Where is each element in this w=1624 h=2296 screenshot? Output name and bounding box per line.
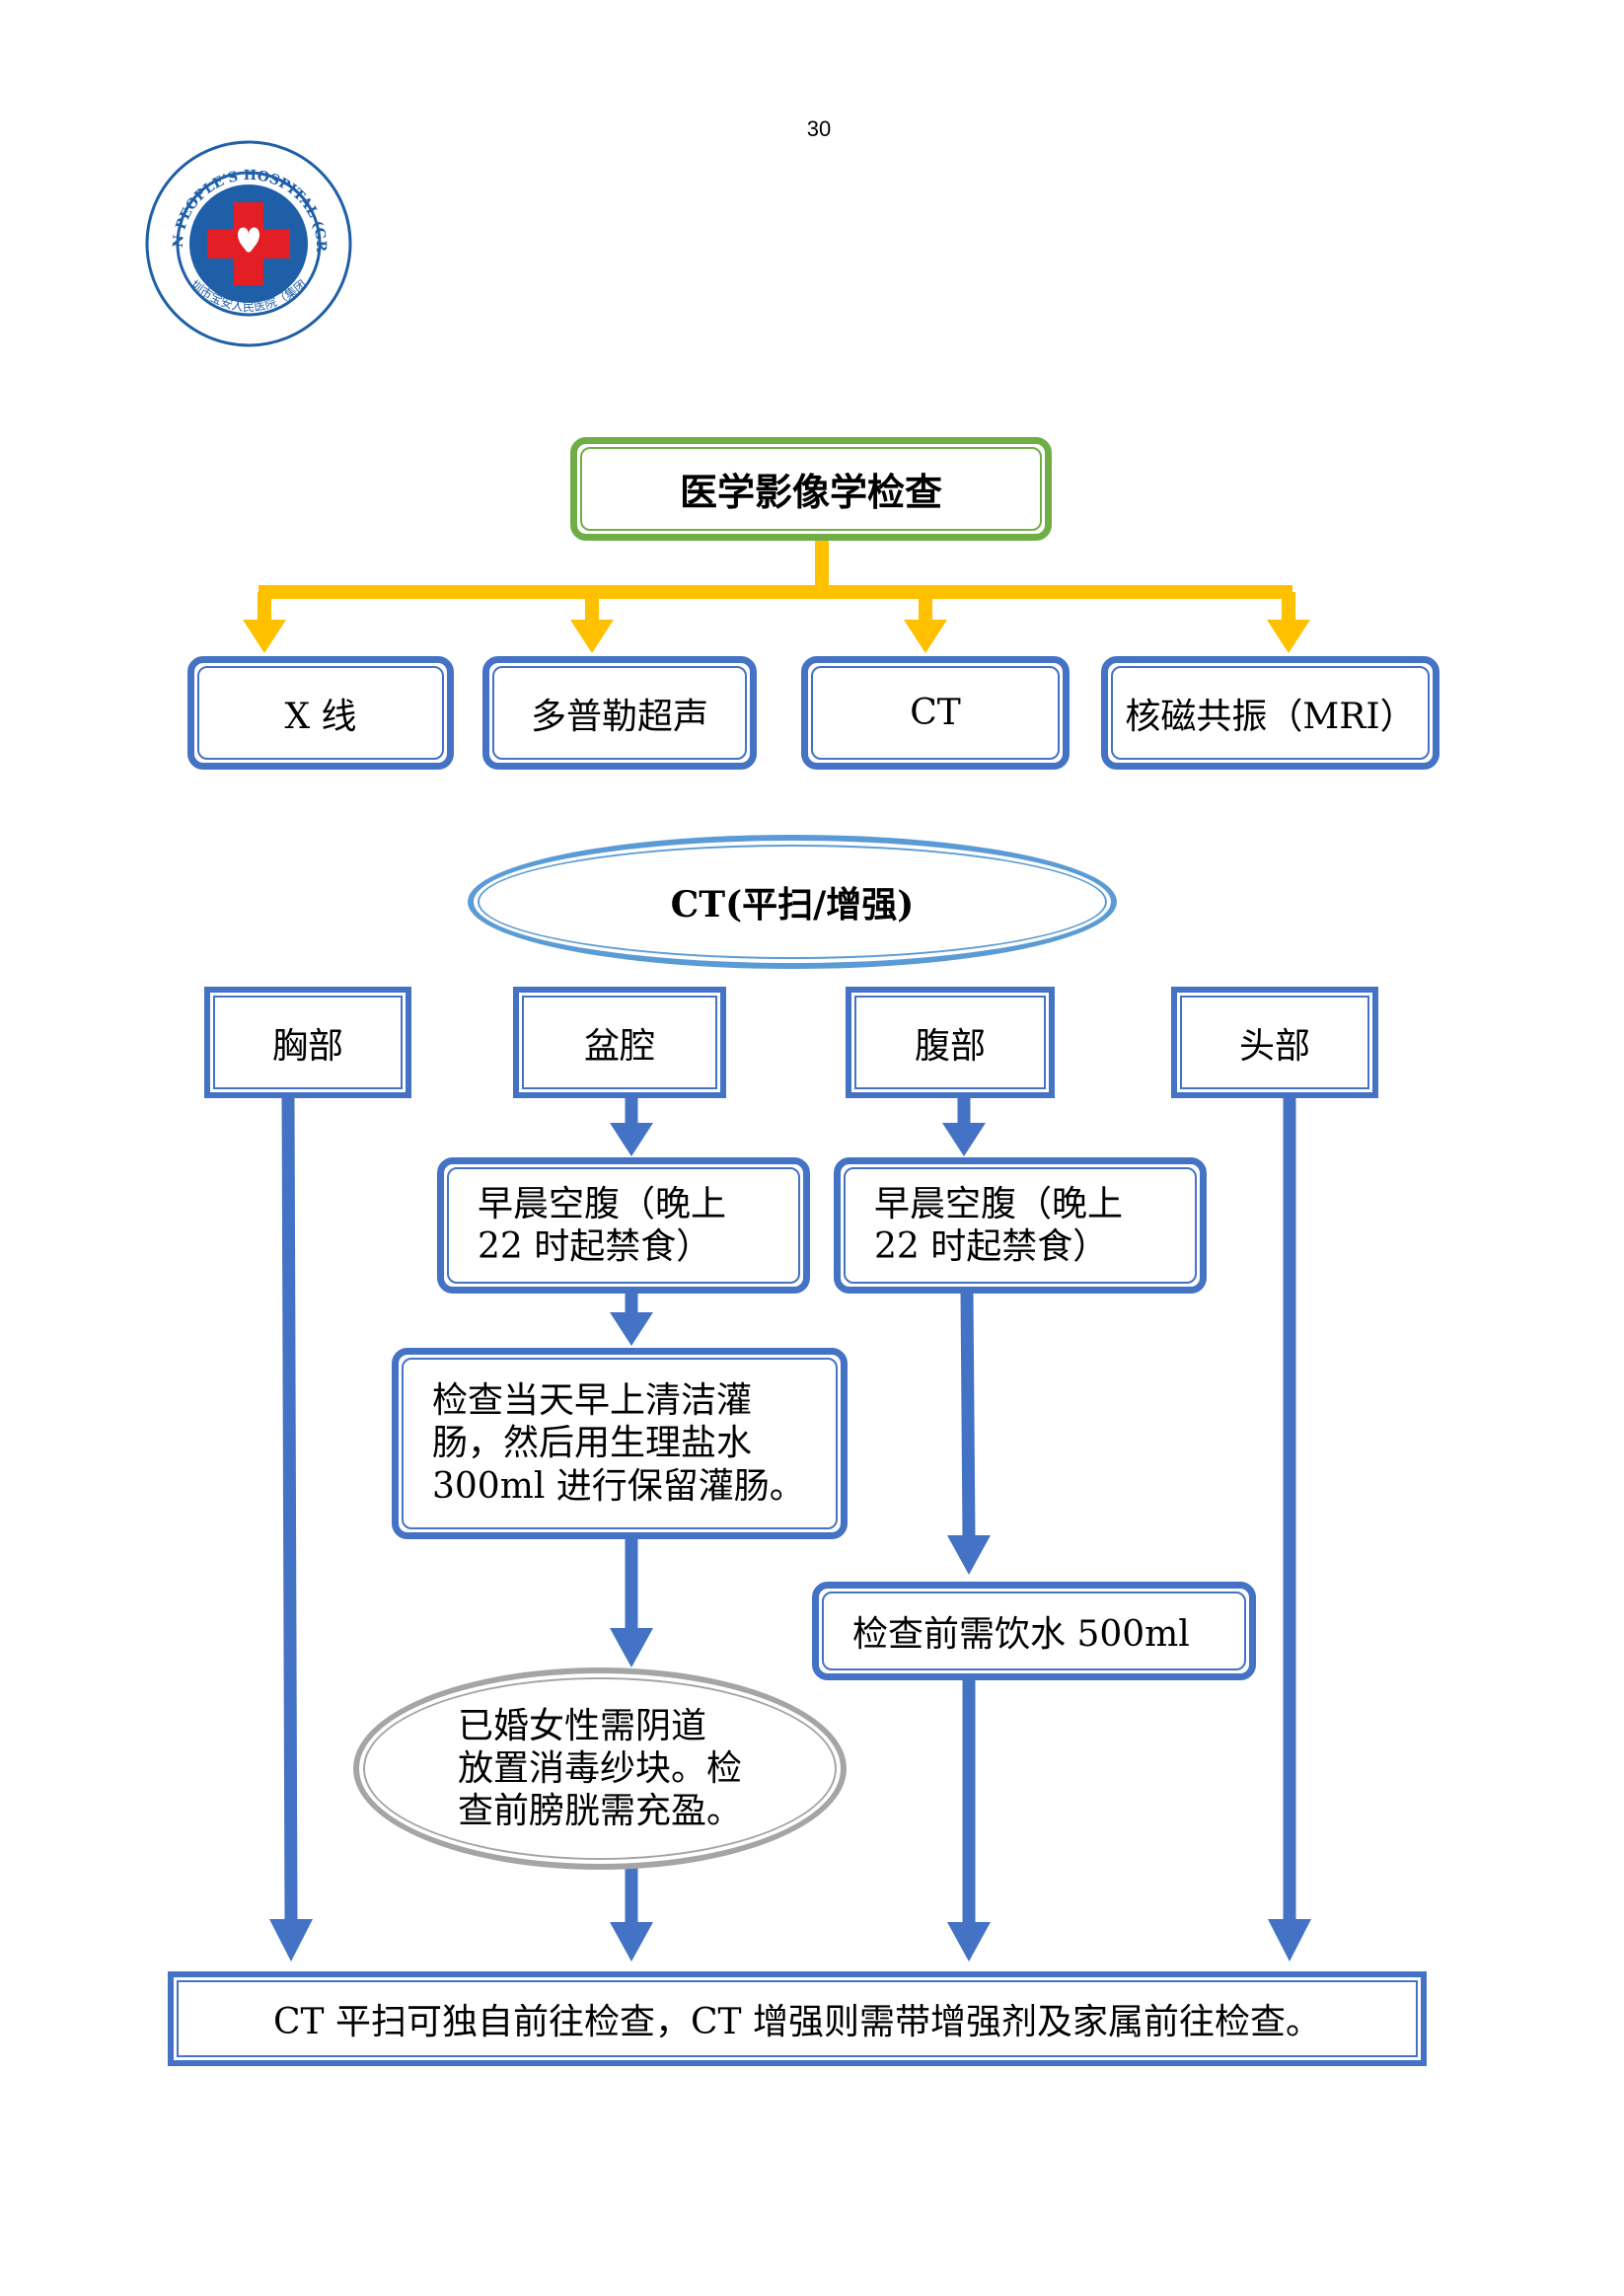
- region-head-box: 头部: [1171, 987, 1378, 1098]
- hospital-logo: BAOAN PEOPLE'S HOSPITAL (GROUP) 深圳市宝安人民医…: [143, 138, 352, 347]
- pelvis-enema-text: 检查当天早上清洁灌 肠，然后用生理盐水 300ml 进行保留灌肠。: [432, 1380, 805, 1507]
- footer-note-box: CT 平扫可独自前往检查，CT 增强则需带增强剂及家属前往检查。: [168, 1971, 1427, 2066]
- abdomen-fasting-box: 早晨空腹（晚上 22 时起禁食）: [834, 1157, 1207, 1294]
- abdomen-water-text: 检查前需饮水 500ml: [852, 1614, 1190, 1655]
- modality-mri-box: 核磁共振（MRI）: [1101, 656, 1439, 770]
- modality-doppler-box: 多普勒超声: [482, 656, 757, 770]
- region-head: 头部: [1238, 1025, 1310, 1067]
- main-title-box: 医学影像学检查: [570, 437, 1052, 541]
- modality-xray-box: X 线: [187, 656, 454, 770]
- region-chest-box: 胸部: [204, 987, 411, 1098]
- region-abdomen-box: 腹部: [846, 987, 1055, 1098]
- blue-connectors: [269, 1094, 1311, 1962]
- ct-title: CT(平扫/增强): [670, 884, 915, 926]
- page-number: 30: [806, 116, 832, 141]
- main-title: 医学影像学检查: [679, 470, 942, 514]
- abdomen-fasting-text: 早晨空腹（晚上 22 时起禁食）: [874, 1183, 1124, 1267]
- pelvis-married-text: 已婚女性需阴道 放置消毒纱块。检 查前膀胱需充盈。: [457, 1705, 742, 1832]
- pelvis-fasting-text: 早晨空腹（晚上 22 时起禁食）: [478, 1183, 727, 1267]
- modality-mri: 核磁共振（MRI）: [1125, 696, 1416, 737]
- footer-note: CT 平扫可独自前往检查，CT 增强则需带增强剂及家属前往检查。: [272, 2002, 1321, 2042]
- modality-doppler: 多普勒超声: [530, 696, 708, 737]
- pelvis-fasting-box: 早晨空腹（晚上 22 时起禁食）: [437, 1157, 810, 1294]
- modality-ct-box: CT: [801, 656, 1070, 770]
- region-pelvis-box: 盆腔: [513, 987, 726, 1098]
- modality-xray: X 线: [284, 696, 357, 737]
- region-chest: 胸部: [271, 1025, 343, 1067]
- pelvis-married-ellipse: 已婚女性需阴道 放置消毒纱块。检 查前膀胱需充盈。: [353, 1667, 847, 1870]
- abdomen-water-box: 检查前需饮水 500ml: [812, 1582, 1256, 1680]
- modality-ct: CT: [910, 693, 961, 733]
- region-abdomen: 腹部: [914, 1025, 986, 1067]
- pelvis-enema-box: 检查当天早上清洁灌 肠，然后用生理盐水 300ml 进行保留灌肠。: [392, 1348, 848, 1539]
- ct-scan-ellipse: CT(平扫/增强): [468, 835, 1117, 969]
- region-pelvis: 盆腔: [583, 1025, 655, 1067]
- yellow-connectors: [243, 538, 1310, 653]
